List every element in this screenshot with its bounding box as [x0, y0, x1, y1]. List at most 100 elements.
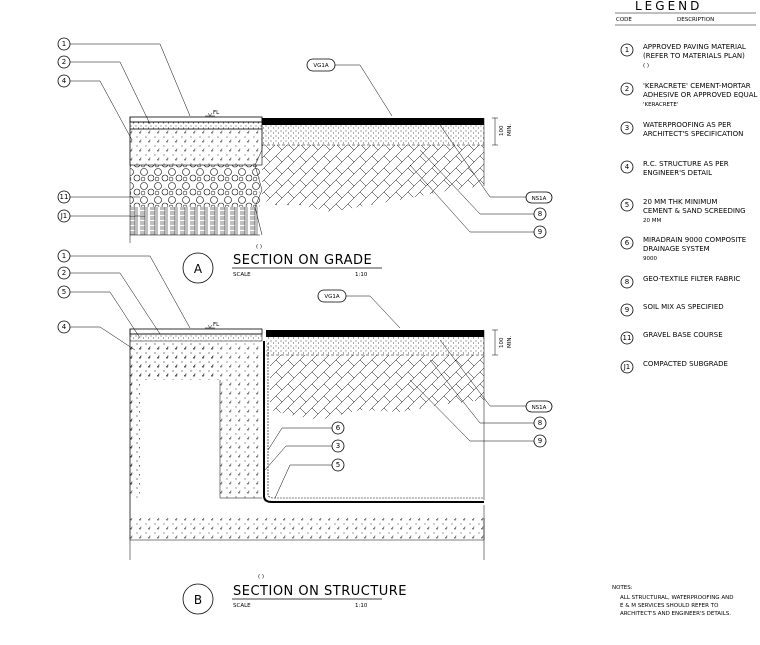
- svg-text:8: 8: [538, 419, 542, 427]
- svg-text:1:10: 1:10: [355, 272, 368, 278]
- section-b-callouts-right: NS1A 8 9: [409, 339, 553, 448]
- legend-description: ARCHITECT'S SPECIFICATION: [643, 130, 743, 138]
- legend-code-circle: [620, 82, 634, 96]
- legend-code: 11: [623, 334, 632, 342]
- svg-text:NS1A: NS1A: [532, 405, 547, 411]
- section-b-level-marker: FL: [205, 322, 220, 329]
- svg-text:CODE: CODE: [616, 17, 632, 23]
- legend-description: ENGINEER'S DETAIL: [643, 169, 712, 177]
- legend-code: 5: [625, 201, 629, 209]
- legend-code: 1: [625, 46, 629, 54]
- legend-description: CEMENT & SAND SCREEDING: [643, 207, 746, 215]
- svg-text:1: 1: [62, 40, 66, 48]
- legend-note: 20 MM: [643, 218, 661, 224]
- legend-code: 3: [625, 124, 629, 132]
- section-a-title-block: A ( ) SECTION ON GRADE SCALE 1:10: [182, 244, 382, 284]
- section-a-tag-vg1a: VG1A: [306, 58, 393, 117]
- section-b-title-block: B ( ) SECTION ON STRUCTURE SCALE 1:10: [182, 574, 407, 615]
- svg-text:5: 5: [336, 461, 340, 469]
- svg-text:4: 4: [62, 323, 67, 331]
- svg-text:2: 2: [62, 269, 66, 277]
- legend-code: 4: [625, 163, 630, 171]
- section-a-level-marker: FL: [205, 110, 220, 117]
- section-b-dimension: 100 MIN.: [492, 329, 513, 356]
- svg-text:11: 11: [60, 193, 69, 201]
- svg-text:ALL STRUCTURAL, WATERPROOFING: ALL STRUCTURAL, WATERPROOFING AND: [620, 595, 733, 601]
- svg-text:3: 3: [336, 442, 340, 450]
- svg-text:1: 1: [62, 252, 66, 260]
- svg-text:100: 100: [499, 125, 505, 136]
- svg-text:FL: FL: [213, 322, 220, 328]
- svg-text:4: 4: [62, 77, 67, 85]
- legend-code: 2: [625, 85, 629, 93]
- section-a-callouts-right: NS1A 8 9: [409, 124, 553, 239]
- svg-text:ARCHITECT'S AND ENGINEER'S DET: ARCHITECT'S AND ENGINEER'S DETAILS.: [620, 611, 731, 617]
- legend-description: GRAVEL BASE COURSE: [643, 331, 723, 339]
- svg-text:SCALE: SCALE: [233, 272, 251, 278]
- legend-description: MIRADRAIN 9000 COMPOSITE: [643, 236, 746, 244]
- legend-code-circle: [620, 198, 634, 212]
- legend-code: 6: [625, 239, 630, 247]
- legend-description: COMPACTED SUBGRADE: [643, 360, 728, 368]
- legend-code-circle: [620, 43, 634, 57]
- legend-code-circle: [620, 360, 634, 374]
- legend-description: WATERPROOFING AS PER: [643, 121, 732, 129]
- legend-description: ADHESIVE OR APPROVED EQUAL: [643, 91, 758, 99]
- svg-text:DESCRIPTION: DESCRIPTION: [677, 17, 714, 23]
- section-a-callouts-left: 1 2 4 11 J1: [57, 37, 191, 223]
- svg-text:2: 2: [62, 58, 66, 66]
- svg-text:A: A: [194, 262, 203, 276]
- legend-description: GEO-TEXTILE FILTER FABRIC: [643, 275, 740, 283]
- svg-text:FL: FL: [213, 110, 220, 116]
- legend-description: APPROVED PAVING MATERIAL: [643, 43, 746, 51]
- svg-text:1:10: 1:10: [355, 603, 368, 609]
- svg-text:J1: J1: [60, 212, 68, 220]
- svg-text:9: 9: [538, 437, 542, 445]
- legend-code-circle: [620, 121, 634, 135]
- legend-description: 'KERACRETE' CEMENT-MORTAR: [643, 82, 751, 90]
- section-b-tag-vg1a: VG1A: [317, 289, 401, 329]
- legend-description: (REFER TO MATERIALS PLAN): [643, 52, 745, 60]
- legend-code-circle: [620, 236, 634, 250]
- legend-note: 'KERACRETE': [643, 102, 678, 108]
- legend-note: ( ): [643, 63, 649, 69]
- section-a-drawing: [129, 116, 485, 243]
- legend-code: 9: [625, 306, 629, 314]
- svg-text:VG1A: VG1A: [324, 294, 340, 300]
- legend: LEGEND CODE DESCRIPTION: [615, 0, 756, 26]
- svg-text:SECTION ON GRADE: SECTION ON GRADE: [233, 253, 372, 268]
- legend-description: 20 MM THK MINIMUM: [643, 198, 717, 206]
- svg-text:SCALE: SCALE: [233, 603, 251, 609]
- svg-text:NS1A: NS1A: [532, 196, 547, 202]
- svg-text:9: 9: [538, 228, 542, 236]
- legend-note: 9000: [643, 256, 657, 262]
- legend-code: J1: [623, 363, 631, 371]
- svg-text:( ): ( ): [256, 244, 262, 250]
- section-b-callouts-mid: 6 3 5: [264, 421, 345, 499]
- section-a-dimension: 100 MIN.: [492, 117, 513, 146]
- legend-code-circle: [620, 331, 634, 345]
- svg-text:NOTES:: NOTES:: [612, 585, 633, 591]
- legend-items: 1 APPROVED PAVING MATERIAL(REFER TO MATER…: [620, 43, 758, 374]
- section-b-drawing: [129, 328, 485, 560]
- svg-text:( ): ( ): [258, 574, 264, 580]
- section-b-callouts-left: 1 2 5 4: [57, 249, 191, 351]
- legend-code-circle: [620, 303, 634, 317]
- legend-description: R.C. STRUCTURE AS PER: [643, 160, 729, 168]
- svg-text:MIN.: MIN.: [507, 124, 513, 136]
- notes: NOTES: ALL STRUCTURAL, WATERPROOFING AND…: [612, 585, 733, 617]
- svg-text:SECTION ON STRUCTURE: SECTION ON STRUCTURE: [233, 584, 407, 599]
- svg-text:E & M SERVICES SHOULD REFER TO: E & M SERVICES SHOULD REFER TO: [620, 603, 719, 609]
- svg-text:VG1A: VG1A: [313, 63, 329, 69]
- svg-text:100: 100: [499, 337, 505, 348]
- svg-text:8: 8: [538, 210, 542, 218]
- legend-code: 8: [625, 278, 629, 286]
- svg-text:6: 6: [336, 424, 341, 432]
- legend-description: SOIL MIX AS SPECIFIED: [643, 303, 724, 311]
- svg-text:B: B: [194, 593, 202, 607]
- legend-description: DRAINAGE SYSTEM: [643, 245, 710, 253]
- svg-text:LEGEND: LEGEND: [635, 0, 702, 13]
- svg-text:MIN.: MIN.: [507, 336, 513, 348]
- svg-text:5: 5: [62, 288, 66, 296]
